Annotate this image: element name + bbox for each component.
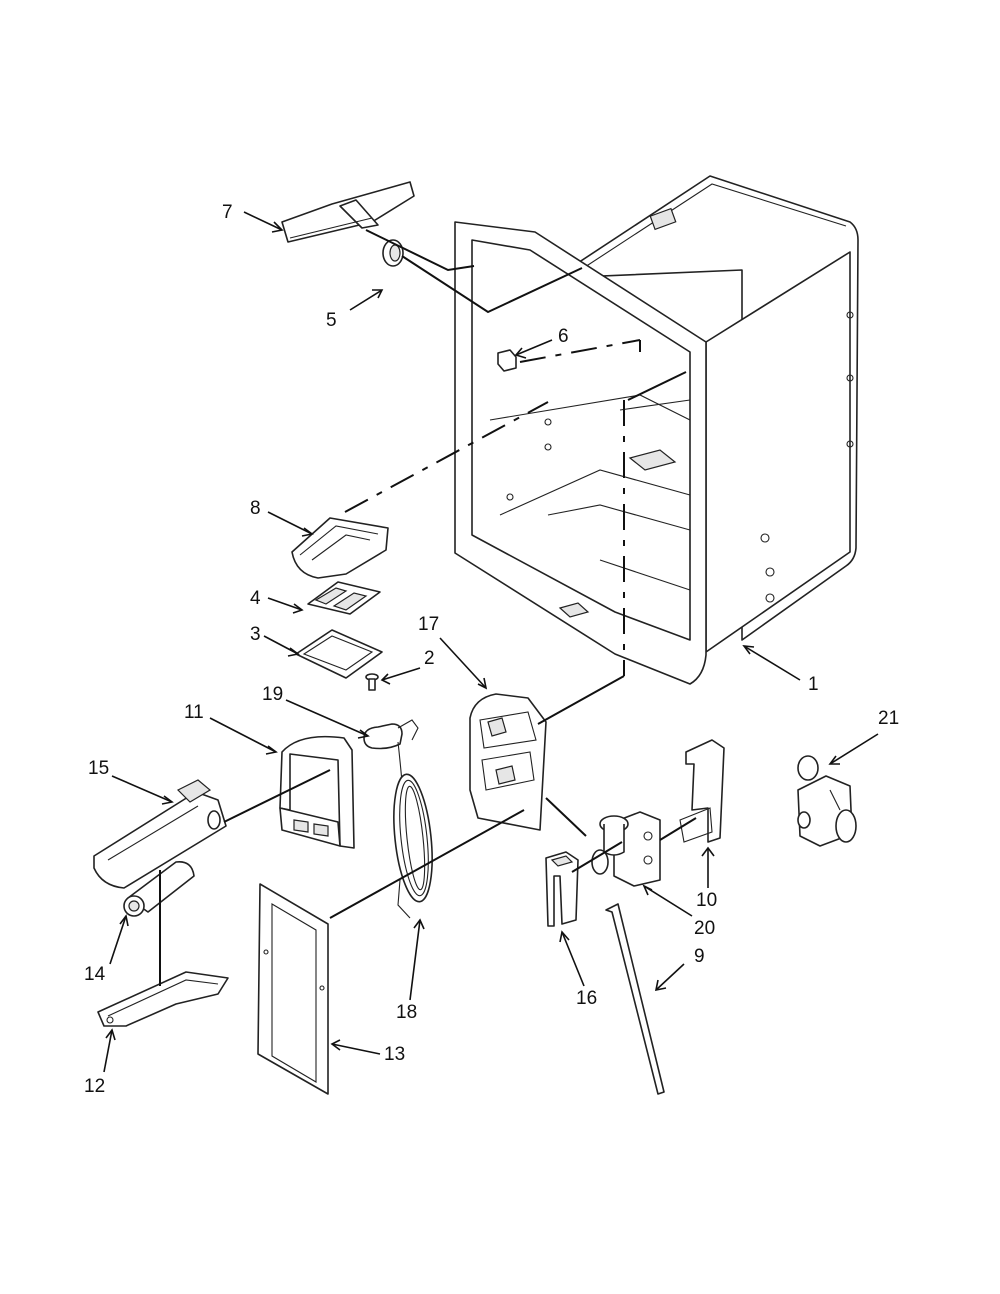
- callout-18: 18: [396, 1002, 417, 1023]
- part-filter-cartridge: [123, 860, 195, 917]
- callout-8: 8: [250, 498, 261, 519]
- callout-2: 2: [424, 648, 435, 669]
- part-cover-plate: [295, 629, 383, 679]
- callout-6: 6: [558, 326, 569, 347]
- part-bracket: [679, 739, 725, 843]
- part-coiled-tubing: [393, 773, 433, 919]
- callout-13: 13: [384, 1044, 405, 1065]
- part-liner-housing: [454, 175, 859, 685]
- callout-labels: 7 5 6 8 4 3 2 19 11 15 17 1 21 10 20 9 1…: [84, 202, 899, 1097]
- part-bracket-small: [545, 851, 579, 927]
- part-clip: [497, 349, 517, 372]
- callout-16: 16: [576, 988, 597, 1009]
- callout-21: 21: [878, 708, 899, 729]
- part-channel-cover: [257, 883, 329, 1095]
- callout-11: 11: [184, 702, 204, 723]
- callout-14: 14: [84, 964, 106, 985]
- part-control-housing: [291, 517, 389, 579]
- callout-17: 17: [418, 614, 439, 635]
- callout-19: 19: [262, 684, 283, 705]
- callout-4: 4: [250, 588, 261, 609]
- part-control-board: [307, 581, 381, 615]
- callout-15: 15: [88, 758, 109, 779]
- assembly-lines: [159, 229, 697, 986]
- callout-3: 3: [250, 624, 261, 645]
- part-water-valve: [591, 811, 661, 887]
- part-screw: [365, 673, 379, 691]
- part-sensor: [363, 719, 419, 783]
- callout-9: 9: [694, 946, 705, 967]
- callout-7: 7: [222, 202, 233, 223]
- part-filter-head: [93, 779, 227, 889]
- callout-arrows: [103, 211, 879, 1073]
- part-tube: [605, 903, 665, 1095]
- callout-12: 12: [84, 1076, 105, 1097]
- part-mounting-bracket: [469, 693, 547, 831]
- callout-20: 20: [694, 918, 715, 939]
- part-top-cover: [281, 181, 415, 243]
- callout-1: 1: [808, 674, 819, 695]
- part-filter-housing-cover: [279, 735, 355, 849]
- callout-10: 10: [696, 890, 717, 911]
- callout-5: 5: [326, 310, 337, 331]
- part-filter-tray: [97, 971, 229, 1027]
- part-water-valve-alt: [797, 755, 857, 847]
